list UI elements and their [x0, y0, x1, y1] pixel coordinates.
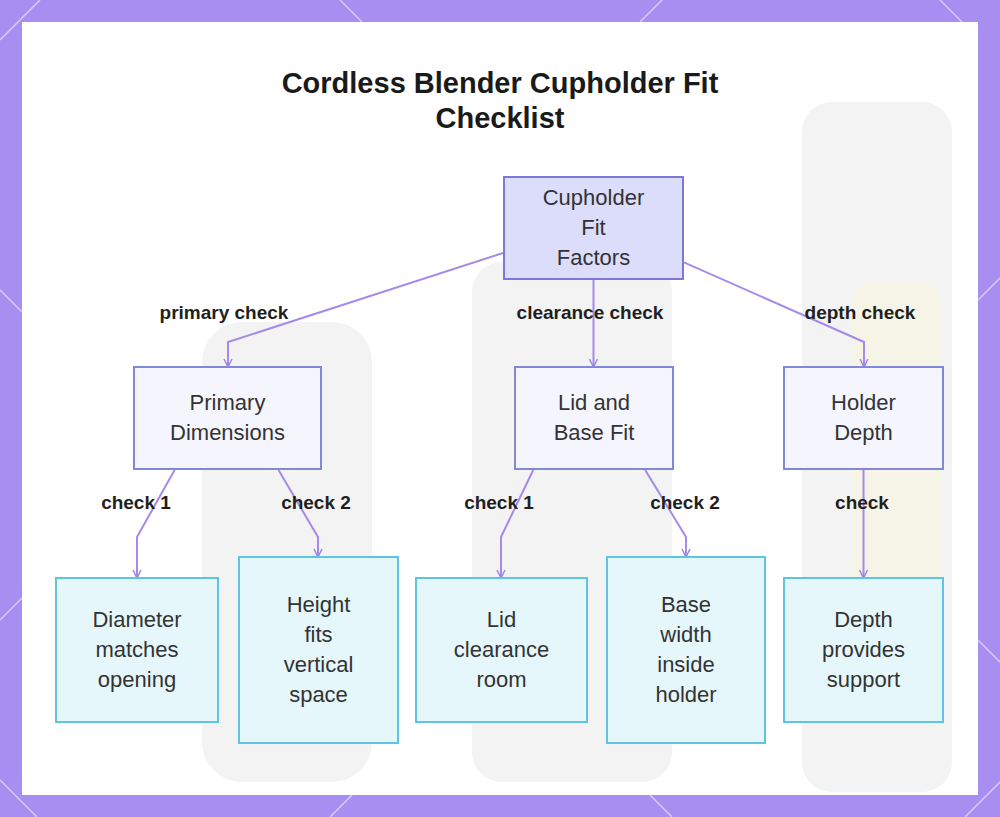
category-box: Primary Dimensions — [133, 366, 322, 470]
connector-arrow — [137, 470, 175, 577]
node-label: Holder Depth — [814, 388, 914, 448]
node-label: Depth provides support — [808, 605, 920, 695]
node-text-wrap: Depth provides support — [808, 605, 920, 695]
edge-label: check 2 — [281, 492, 351, 514]
check-box: Lid clearance room — [415, 577, 588, 723]
node-text-wrap: Cupholder Fit Factors — [542, 183, 645, 273]
edge-label: clearance check — [517, 302, 664, 324]
node-text-wrap: Holder Depth — [814, 388, 914, 448]
category-box: Holder Depth — [783, 366, 944, 470]
category-box: Lid and Base Fit — [514, 366, 674, 470]
edge-label: check 1 — [464, 492, 534, 514]
node-label: Diameter matches opening — [81, 605, 193, 695]
node-label: Lid clearance room — [446, 605, 558, 695]
edge-label: check 2 — [650, 492, 720, 514]
check-box: Depth provides support — [783, 577, 944, 723]
node-text-wrap: Base width inside holder — [646, 590, 726, 710]
node-text-wrap: Lid and Base Fit — [544, 388, 644, 448]
root-box: Cupholder Fit Factors — [503, 176, 684, 280]
node-label: Base width inside holder — [646, 590, 726, 710]
node-text-wrap: Height fits vertical space — [274, 590, 364, 710]
check-box: Height fits vertical space — [238, 556, 399, 744]
check-box: Base width inside holder — [606, 556, 766, 744]
edge-label: primary check — [160, 302, 289, 324]
edge-label: check — [835, 492, 889, 514]
node-text-wrap: Diameter matches opening — [81, 605, 193, 695]
node-text-wrap: Primary Dimensions — [153, 388, 303, 448]
connector-arrow — [501, 470, 533, 577]
node-label: Lid and Base Fit — [544, 388, 644, 448]
diagram-title: Cordless Blender Cupholder Fit Checklist — [250, 66, 750, 136]
node-label: Cupholder Fit Factors — [542, 183, 645, 273]
check-box: Diameter matches opening — [55, 577, 219, 723]
connector-arrow — [863, 470, 865, 577]
node-label: Primary Dimensions — [153, 388, 303, 448]
edge-label: depth check — [805, 302, 916, 324]
edge-label: check 1 — [101, 492, 171, 514]
node-label: Height fits vertical space — [274, 590, 364, 710]
node-text-wrap: Lid clearance room — [446, 605, 558, 695]
